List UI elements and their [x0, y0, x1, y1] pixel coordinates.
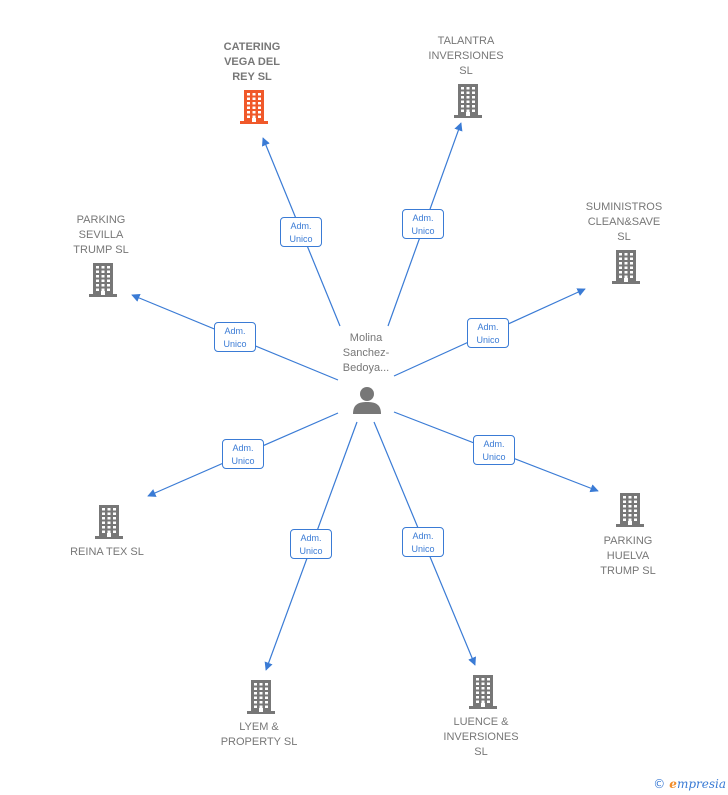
building-icon	[469, 675, 497, 709]
building-icon	[616, 493, 644, 527]
company-name: SUMINISTROS CLEAN&SAVE SL	[585, 201, 663, 243]
role-badge-parking-huelva[interactable]: Adm. Unico	[473, 435, 515, 465]
company-name: PARKING HUELVA TRUMP SL	[600, 535, 656, 577]
empresia-logo[interactable]: ©empresia	[653, 777, 726, 791]
center-person-name: Molina Sanchez- Bedoya...	[342, 332, 390, 374]
building-icon	[247, 680, 275, 714]
role-badge-talantra[interactable]: Adm. Unico	[402, 209, 444, 239]
company-name: LYEM & PROPERTY SL	[220, 721, 298, 748]
company-name: REINA TEX SL	[70, 546, 144, 558]
person-icon	[353, 387, 381, 414]
role-badge-luence[interactable]: Adm. Unico	[402, 527, 444, 557]
company-name: CATERING VEGA DEL REY SL	[223, 41, 281, 83]
company-name: TALANTRA INVERSIONES SL	[428, 35, 504, 77]
brand-name: mpresia	[676, 777, 726, 791]
role-badge-catering[interactable]: Adm. Unico	[280, 217, 322, 247]
building-icon	[95, 505, 123, 539]
brand-initial: e	[669, 777, 677, 791]
company-name: PARKING SEVILLA TRUMP SL	[73, 214, 129, 256]
role-badge-suministros[interactable]: Adm. Unico	[467, 318, 509, 348]
company-name: LUENCE & INVERSIONES SL	[443, 716, 519, 758]
building-icon	[612, 250, 640, 284]
role-badge-lyem[interactable]: Adm. Unico	[290, 529, 332, 559]
role-badge-parking-sevilla[interactable]: Adm. Unico	[214, 322, 256, 352]
copyright-symbol: ©	[653, 777, 666, 791]
building-icon	[89, 263, 117, 297]
building-icon	[240, 90, 268, 124]
building-icon	[454, 84, 482, 118]
role-badge-reina[interactable]: Adm. Unico	[222, 439, 264, 469]
